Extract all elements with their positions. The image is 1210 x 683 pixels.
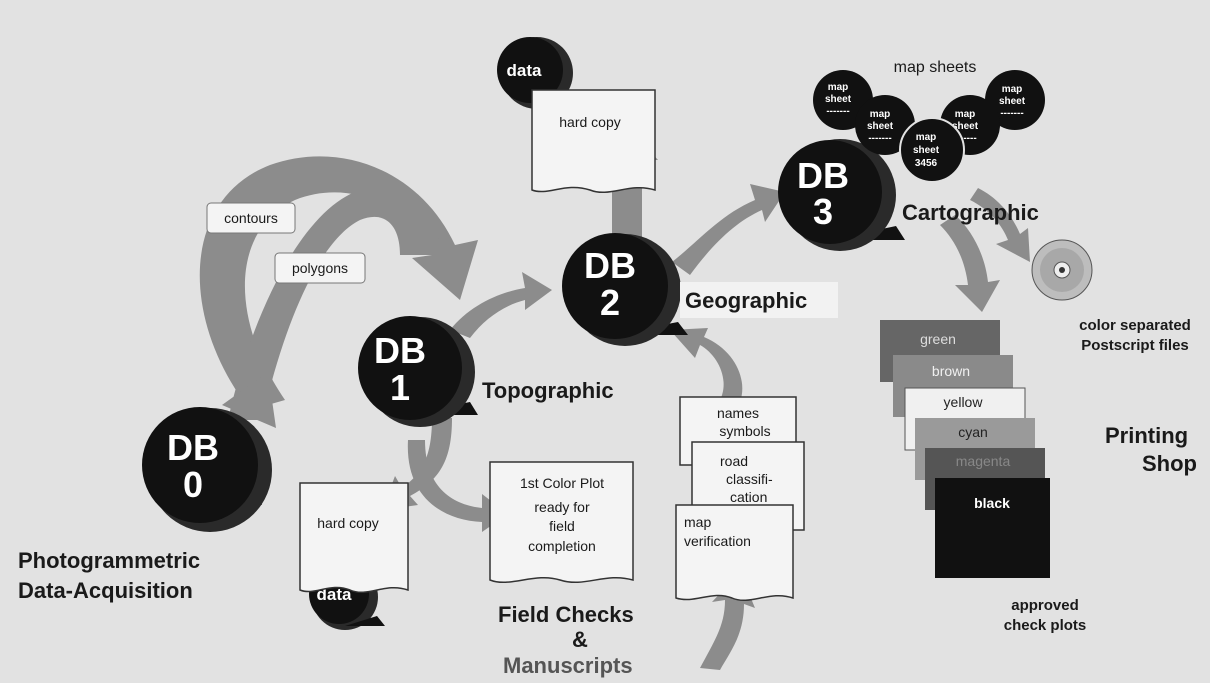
geographic-label: Geographic [685,288,807,313]
hard-copy-top-label: hard copy [559,114,620,130]
arrow-db1-db2 [450,272,552,338]
road-label-3: cation [730,489,767,505]
db1-label-line1: DB [374,330,426,371]
svg-text:map: map [1002,84,1023,95]
svg-text:-------: ------- [1000,108,1023,119]
printing-label: Printing [1105,423,1188,448]
shop-label: Shop [1142,451,1197,476]
svg-text:sheet: sheet [999,96,1026,107]
svg-text:yellow: yellow [944,394,984,410]
db2-label-line2: 2 [600,282,620,323]
postscript-files-label: Postscript files [1081,337,1189,354]
svg-text:-------: ------- [826,106,849,117]
manuscripts-label: Manuscripts [503,653,633,678]
hard-copy-top-doc: hard copy [531,89,656,194]
svg-text:3456: 3456 [915,158,938,169]
ampersand-label: & [572,627,588,652]
data-label-bottom: data [317,585,353,604]
db0-label-line2: 0 [183,464,203,505]
svg-text:magenta: magenta [956,453,1011,469]
cd-disc-icon [1031,239,1093,301]
db0-disk: DB 0 [142,407,272,532]
data-acquisition-label: Data-Acquisition [18,578,193,603]
verify-label-2: verification [684,533,751,549]
db2-label-line1: DB [584,245,636,286]
map-sheet-disks: map sheet ------- map sheet ------- map … [813,70,1045,183]
map-sheet-disk-3456: map sheet 3456 [899,117,965,183]
svg-text:sheet: sheet [952,121,979,132]
photogrammetric-label: Photogrammetric [18,548,200,573]
svg-text:-------: ------- [953,133,976,144]
map-verification-doc: map verification [675,504,794,602]
cartographic-label: Cartographic [902,200,1039,225]
color-sheets: green brown yellow cyan magenta black [880,320,1050,578]
hard-copy-bottom-doc: hard copy [299,482,409,594]
db2-disk: DB 2 [562,233,688,346]
color-separated-label: color separated [1079,317,1191,334]
data-label-top: data [507,61,543,80]
polygons-tag: polygons [274,252,366,284]
approved-label: approved [1011,597,1079,614]
db3-disk: DB 3 [778,139,905,251]
svg-text:brown: brown [932,363,970,379]
db3-label-line1: DB [797,155,849,196]
arrow-db2-db3 [672,184,785,275]
check-plots-label: check plots [1004,617,1087,634]
db0-label-line1: DB [167,427,219,468]
arrow-head-db0 [222,372,276,428]
svg-text:sheet: sheet [913,145,940,156]
svg-text:map: map [955,109,976,120]
sheet-black: black [935,478,1050,578]
svg-text:-------: ------- [868,133,891,144]
arrow-db3-cd [970,188,1030,262]
svg-text:black: black [974,495,1010,511]
field-checks-label: Field Checks [498,602,634,627]
map-sheets-label: map sheets [894,59,977,76]
contours-label: contours [224,210,278,226]
arrow-fieldchecks-db2 [670,328,743,402]
map-sheet-disk: map sheet ------- [855,95,915,155]
color-plot-line1: 1st Color Plot [520,475,604,491]
arrow-db1-colorplot [407,440,508,532]
db1-label-line2: 1 [390,367,410,408]
svg-text:map: map [828,82,849,93]
svg-text:map: map [916,132,937,143]
arrow-db3-printing [940,215,1000,312]
geographic-label-bg [680,282,838,318]
contours-tag: contours [206,202,296,234]
topographic-label: Topographic [482,378,614,403]
db3-label-line2: 3 [813,191,833,232]
svg-text:sheet: sheet [867,121,894,132]
symbols-label: symbols [719,423,770,439]
names-label: names [717,405,759,421]
svg-text:cyan: cyan [958,424,988,440]
color-plot-line3: field [549,518,575,534]
db1-disk: DB 1 [358,316,478,427]
svg-text:green: green [920,331,956,347]
svg-text:sheet: sheet [825,94,852,105]
verify-label-1: map [684,514,711,530]
map-sheet-disk: map sheet ------- [985,70,1045,130]
color-plot-line4: completion [528,538,596,554]
road-label-2: classifi- [726,471,773,487]
svg-text:map: map [870,109,891,120]
hard-copy-bottom-label: hard copy [317,515,378,531]
color-plot-line2: ready for [534,499,590,515]
polygons-label: polygons [292,260,348,276]
road-label-1: road [720,453,748,469]
color-plot-doc: 1st Color Plot ready for field completio… [489,461,634,584]
